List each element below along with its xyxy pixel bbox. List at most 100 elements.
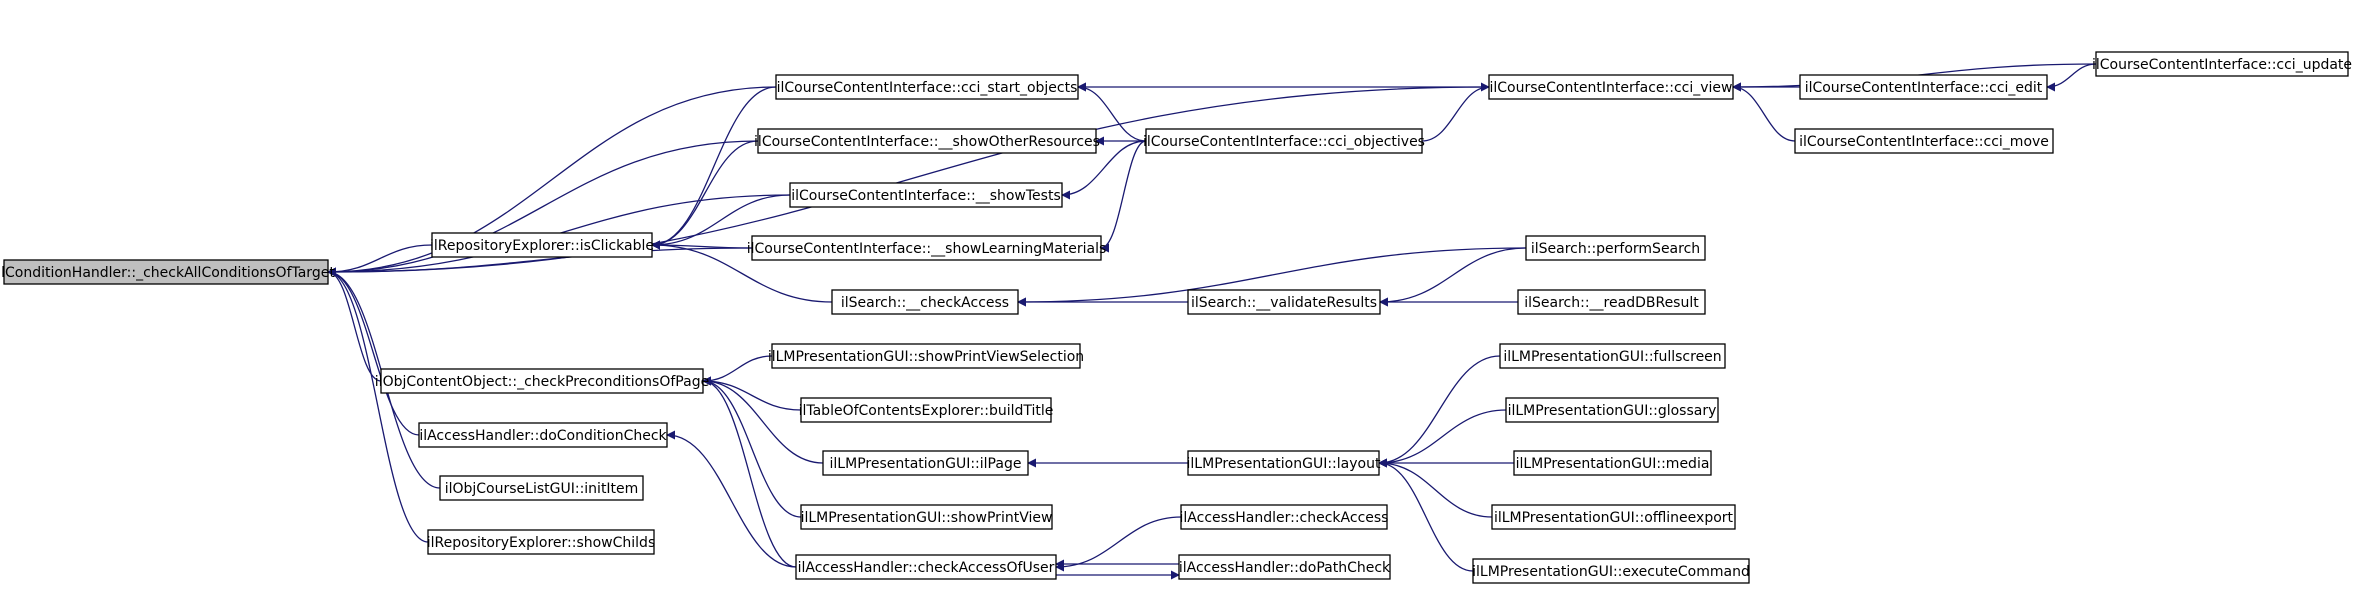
node-box: [1505, 397, 1719, 423]
node-box: [800, 397, 1052, 423]
node-label: ilAccessHandler::checkAccess: [1180, 510, 1389, 526]
node-box: [1794, 128, 2054, 154]
graph-node[interactable]: ilCourseContentInterface::cci_move: [1794, 128, 2054, 154]
node-label: ilLMPresentationGUI::showPrintViewSelect…: [768, 349, 1084, 365]
node-label: ilCourseContentInterface::cci_edit: [1805, 80, 2043, 96]
graph-node[interactable]: ilObjCourseListGUI::initItem: [439, 475, 644, 501]
graph-node[interactable]: ilLMPresentationGUI::showPrintViewSelect…: [768, 343, 1084, 369]
graph-node[interactable]: ilSearch::__checkAccess: [831, 289, 1019, 315]
graph-node[interactable]: ilCourseContentInterface::cci_edit: [1799, 74, 2048, 100]
edge-n_objectives-to-n_cciView: [1421, 82, 1490, 142]
node-label: ilLMPresentationGUI::fullscreen: [1503, 349, 1721, 365]
node-box: [439, 475, 644, 501]
node-box: [1499, 343, 1726, 369]
node-box: [3, 259, 329, 285]
node-label: ilCourseContentInterface::cci_start_obje…: [777, 80, 1078, 96]
edge-n_checkAccessOfUser-to-n_checkPrecond: [702, 376, 797, 568]
node-label: ilSearch::__checkAccess: [841, 295, 1009, 311]
node-box: [418, 422, 668, 448]
graph-node[interactable]: ilCourseContentInterface::cci_objectives: [1143, 128, 1425, 154]
graph-node[interactable]: ilRepositoryExplorer::isClickable: [430, 232, 654, 258]
node-box: [1517, 289, 1706, 315]
graph-node[interactable]: ilAccessHandler::doConditionCheck: [418, 422, 668, 448]
graph-node[interactable]: ilLMPresentationGUI::glossary: [1505, 397, 1719, 423]
node-label: ilConditionHandler::_checkAllConditionsO…: [0, 265, 335, 281]
graph-node[interactable]: ilCourseContentInterface::cci_view: [1488, 74, 1734, 100]
graph-node[interactable]: ilLMPresentationGUI::offlineexport: [1491, 504, 1736, 530]
edge-n_isClickable-to-root: [327, 244, 433, 277]
node-box: [757, 128, 1097, 154]
edge-n_execCmd-to-n_layout: [1378, 458, 1474, 572]
node-box: [1187, 289, 1381, 315]
graph-node[interactable]: ilLMPresentationGUI::ilPage: [822, 450, 1029, 476]
edge-n_objectives-to-n_startObjects: [1077, 82, 1147, 142]
node-box: [1525, 235, 1706, 261]
node-label: ilObjCourseListGUI::initItem: [445, 481, 639, 497]
graph-node[interactable]: ilSearch::__validateResults: [1187, 289, 1381, 315]
graph-node[interactable]: ilTableOfContentsExplorer::buildTitle: [799, 397, 1054, 423]
edge-n_showOther-to-root: [327, 140, 759, 277]
node-box: [775, 74, 1079, 100]
edge-n_checkAccessOfUser-to-n_doCondCheck: [666, 430, 797, 568]
node-label: ilLMPresentationGUI::executeCommand: [1472, 564, 1750, 580]
node-label: ilSearch::__readDBResult: [1524, 295, 1699, 311]
edge-n_cciMove-to-n_cciView: [1732, 82, 1796, 142]
graph-node[interactable]: ilSearch::performSearch: [1525, 235, 1706, 261]
node-label: ilAccessHandler::doPathCheck: [1179, 560, 1391, 576]
graph-node[interactable]: ilLMPresentationGUI::showPrintView: [800, 504, 1053, 530]
node-box: [1799, 74, 2048, 100]
node-label: ilLMPresentationGUI::offlineexport: [1494, 510, 1734, 526]
node-box: [1488, 74, 1734, 100]
node-label: ilCourseContentInterface::cci_view: [1490, 80, 1733, 96]
graph-node[interactable]: ilRepositoryExplorer::showChilds: [427, 529, 656, 555]
graph-node[interactable]: ilLMPresentationGUI::media: [1513, 450, 1712, 476]
edge-n_buildTitle-to-n_checkPrecond: [702, 376, 802, 411]
node-label: ilCourseContentInterface::__showOtherRes…: [754, 134, 1100, 150]
node-box: [431, 232, 653, 258]
edges-layer: [327, 63, 2097, 580]
node-label: ilLMPresentationGUI::ilPage: [830, 456, 1022, 472]
graph-node[interactable]: ilObjContentObject::_checkPreconditionsO…: [375, 368, 709, 394]
edge-n_ahCheckAccess-to-n_checkAccessOfUser: [1055, 516, 1182, 572]
edge-n_ilPage-to-n_checkPrecond: [702, 376, 824, 464]
edge-n_cciUpdate-to-n_cciEdit: [2046, 63, 2097, 92]
node-box: [1178, 554, 1391, 580]
node-box: [771, 343, 1081, 369]
graph-node[interactable]: ilSearch::__readDBResult: [1517, 289, 1706, 315]
edge-n_fullscreen-to-n_layout: [1378, 355, 1501, 468]
edge-n_offline-to-n_layout: [1378, 458, 1493, 518]
root-node[interactable]: ilConditionHandler::_checkAllConditionsO…: [0, 259, 335, 285]
node-box: [800, 504, 1053, 530]
node-label: ilLMPresentationGUI::showPrintView: [801, 510, 1053, 526]
edge-n_performSearch-to-n_checkAccess: [1017, 247, 1527, 307]
nodes-layer: ilConditionHandler::_checkAllConditionsO…: [0, 51, 2352, 584]
node-box: [1145, 128, 1423, 154]
edge-n_showChilds-to-root: [327, 267, 429, 543]
edge-n_checkAccess-to-n_isClickable: [651, 240, 833, 303]
graph-node[interactable]: ilAccessHandler::doPathCheck: [1178, 554, 1391, 580]
graph-node[interactable]: ilAccessHandler::checkAccessOfUser: [795, 554, 1057, 580]
graph-node[interactable]: ilLMPresentationGUI::layout: [1187, 450, 1381, 476]
graph-node[interactable]: ilCourseContentInterface::__showOtherRes…: [754, 128, 1100, 154]
node-box: [2095, 51, 2349, 77]
node-label: ilCourseContentInterface::cci_move: [1799, 134, 2049, 150]
graph-node[interactable]: ilLMPresentationGUI::fullscreen: [1499, 343, 1726, 369]
graph-node[interactable]: ilCourseContentInterface::__showLearning…: [747, 235, 1107, 261]
node-label: ilCourseContentInterface::__showLearning…: [747, 241, 1107, 257]
edge-n_checkPrecond-to-root: [327, 267, 382, 382]
graph-node[interactable]: ilAccessHandler::checkAccess: [1180, 504, 1389, 530]
node-label: ilLMPresentationGUI::glossary: [1508, 403, 1717, 419]
edge-n_performSearch-to-n_validate: [1379, 247, 1527, 307]
graph-node[interactable]: ilCourseContentInterface::cci_update: [2092, 51, 2352, 77]
graph-node[interactable]: ilLMPresentationGUI::executeCommand: [1472, 558, 1750, 584]
node-label: ilAccessHandler::checkAccessOfUser: [798, 560, 1055, 576]
edge-n_objectives-to-n_showLM: [1100, 140, 1147, 253]
node-label: ilSearch::performSearch: [1531, 241, 1700, 257]
edge-n_startObjects-to-root: [327, 86, 777, 277]
node-label: ilLMPresentationGUI::media: [1516, 456, 1710, 472]
edge-n_showLM-to-root: [327, 247, 753, 277]
node-box: [427, 529, 655, 555]
graph-node[interactable]: ilCourseContentInterface::cci_start_obje…: [775, 74, 1079, 100]
graph-node[interactable]: ilCourseContentInterface::__showTests: [789, 182, 1063, 208]
